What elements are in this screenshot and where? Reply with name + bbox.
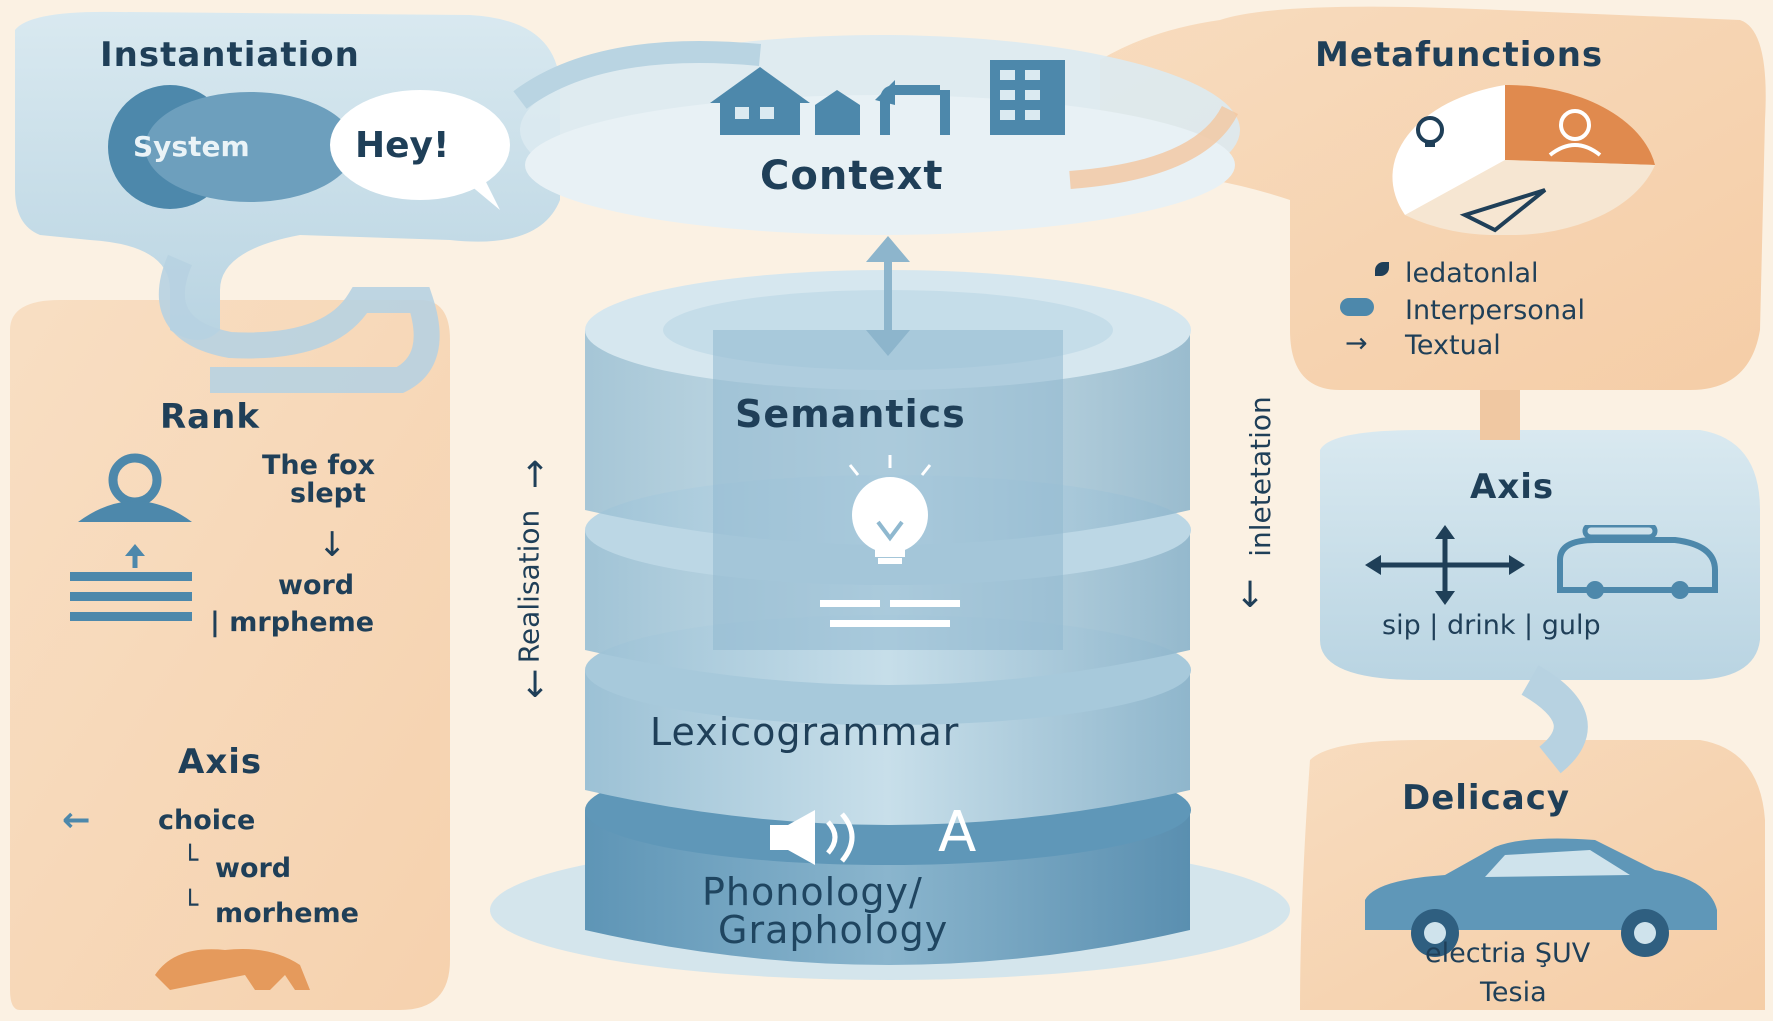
axis-left-choice: choice <box>158 805 256 836</box>
axis-left-word: word <box>215 853 292 884</box>
axis-left-arrow-icon: ← <box>62 800 91 840</box>
axis-left-branch-icon-2: └ <box>182 890 199 921</box>
speaker-icon <box>770 810 855 865</box>
metafunction-item-textual: Textual <box>1405 330 1501 361</box>
rank-morpheme: | mrpheme <box>210 607 375 638</box>
system-label: System <box>133 130 250 163</box>
person-icon <box>70 453 192 621</box>
context-double-arrow <box>866 236 910 356</box>
metafunction-item-ideational: ledatonlal <box>1405 258 1539 289</box>
system-instance-bubbles <box>108 85 510 210</box>
grapheme-glyph: A <box>938 800 977 865</box>
context-title: Context <box>760 153 944 199</box>
phonology-label-line1: Phonology/ <box>702 870 923 914</box>
axis-right-panel-bg <box>1320 430 1760 680</box>
instantiation-connector <box>158 254 440 393</box>
metafunctions-pie-icon <box>1392 85 1655 235</box>
axis-right-connector-bottom <box>1521 665 1588 774</box>
fox-silhouette-icon <box>155 949 310 990</box>
leaf-icon <box>1375 262 1389 276</box>
axis-left-title: Axis <box>178 742 263 782</box>
phonology-label-line2: Graphology <box>718 908 949 952</box>
delicacy-line1: electria ŞUV <box>1425 938 1591 969</box>
left-peach-band <box>10 300 450 1010</box>
context-buildings-icon <box>710 60 1065 135</box>
arrow-right-icon: → <box>1345 328 1368 359</box>
instantiation-title: Instantiation <box>100 35 360 75</box>
interpretation-down-arrow-icon: ↓ <box>1235 575 1266 616</box>
metafunction-item-interpersonal: Interpersonal <box>1405 295 1585 326</box>
handshake-icon <box>1340 298 1374 316</box>
axis-left-morpheme: morheme <box>215 898 359 929</box>
cup-car-icon <box>1557 525 1718 599</box>
semantics-label: Semantics <box>735 392 966 436</box>
realisation-label: Realisation <box>512 509 546 664</box>
rank-title: Rank <box>160 397 260 437</box>
lightbulb-icon <box>820 455 960 627</box>
realisation-up-arrow-icon: ↑ <box>520 455 551 496</box>
electric-suv-icon <box>1365 838 1717 957</box>
axis-left-branch-icon-1: └ <box>182 845 199 876</box>
rank-down-arrow-icon: ↓ <box>318 525 347 565</box>
delicacy-line2: Tesia <box>1480 977 1547 1008</box>
realisation-down-arrow-icon: ↓ <box>520 665 551 706</box>
axis-right-examples: sip | drink | gulp <box>1382 610 1601 641</box>
rank-example-line2: slept <box>290 478 366 509</box>
context-left-curl <box>513 41 762 109</box>
rank-word: word <box>278 570 355 601</box>
lexicogrammar-label: Lexicogrammar <box>650 710 960 754</box>
axis-right-title: Axis <box>1470 467 1555 507</box>
context-right-curl <box>1069 105 1239 189</box>
interpretation-label: inletetation <box>1243 396 1277 557</box>
metafunctions-title: Metafunctions <box>1315 35 1604 75</box>
axis-directions-icon <box>1365 525 1525 605</box>
instance-label: Hey! <box>355 125 450 166</box>
rank-example-line1: The fox <box>262 450 376 481</box>
delicacy-title: Delicacy <box>1402 778 1571 818</box>
